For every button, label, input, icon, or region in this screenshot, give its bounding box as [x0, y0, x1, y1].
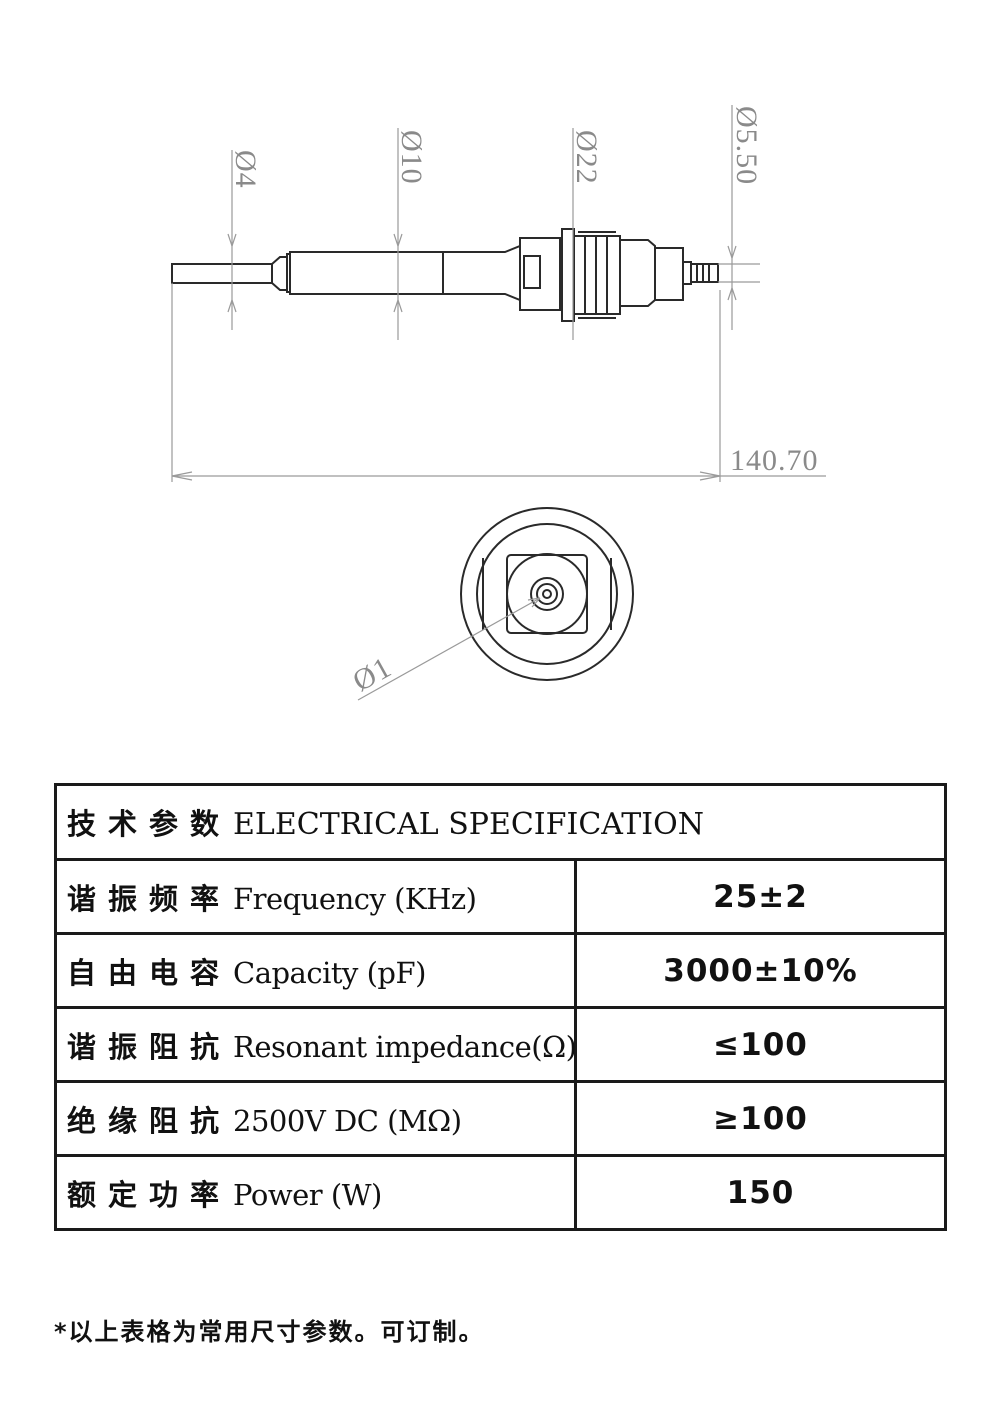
- spec-label-cell: 自由电容Capacity (pF): [54, 932, 577, 1009]
- transducer-side-view: [171, 228, 719, 322]
- spec-value-cell: 3000±10%: [573, 932, 948, 1009]
- dim-d10: Ø10: [395, 130, 428, 185]
- table-row: 谐振频率Frequency (KHz) 25±2: [54, 858, 948, 935]
- table-row: 自由电容Capacity (pF) 3000±10%: [54, 932, 948, 1009]
- spec-label-cell: 谐振频率Frequency (KHz): [54, 858, 577, 935]
- spec-label-cn: 自由电容: [67, 955, 232, 990]
- spec-label-en: 2500V DC (MΩ): [233, 1103, 462, 1138]
- dim-d4: Ø4: [229, 150, 262, 189]
- spec-label-cn: 谐振阻抗: [67, 1029, 232, 1064]
- table-row: 额定功率Power (W) 150: [54, 1154, 948, 1231]
- spec-header-row: 技术参数ELECTRICAL SPECIFICATION: [53, 783, 948, 861]
- table-row: 谐振阻抗Resonant impedance(Ω) ≤100: [54, 1006, 948, 1083]
- spec-label-cell: 额定功率Power (W): [54, 1154, 577, 1231]
- spec-value-cell: ≤100: [573, 1006, 948, 1083]
- dimension-lines: [171, 105, 826, 482]
- spec-value-cell: 150: [573, 1154, 948, 1231]
- transducer-drawing: Ø4 Ø10 Ø22 Ø5.50 140.70 Ø1: [171, 105, 826, 701]
- spec-label-cn: 绝缘阻抗: [67, 1103, 232, 1138]
- transducer-end-view: [357, 507, 634, 701]
- spec-label-en: Power (W): [233, 1177, 382, 1212]
- spec-value-cell: ≥100: [573, 1080, 948, 1157]
- spec-header-en: ELECTRICAL SPECIFICATION: [233, 807, 705, 842]
- spec-header-cn: 技术参数: [67, 807, 232, 841]
- spec-table: 技术参数ELECTRICAL SPECIFICATION 谐振频率Frequen…: [53, 783, 948, 1231]
- spec-label-en: Capacity (pF): [233, 955, 426, 990]
- table-row: 绝缘阻抗2500V DC (MΩ) ≥100: [54, 1080, 948, 1157]
- spec-label-cell: 绝缘阻抗2500V DC (MΩ): [54, 1080, 577, 1157]
- spec-label-cn: 谐振频率: [67, 881, 232, 916]
- dim-d22: Ø22: [570, 130, 603, 185]
- spec-label-cell: 谐振阻抗Resonant impedance(Ω): [54, 1006, 577, 1083]
- footnote: *以上表格为常用尺寸参数。可订制。: [54, 1318, 485, 1346]
- spec-label-en: Resonant impedance(Ω): [233, 1029, 577, 1064]
- dim-d550: Ø5.50: [730, 106, 763, 185]
- spec-header-cell: 技术参数ELECTRICAL SPECIFICATION: [53, 783, 948, 861]
- spec-value-cell: 25±2: [573, 858, 948, 935]
- spec-label-en: Frequency (KHz): [233, 881, 477, 916]
- dim-length: 140.70: [730, 444, 819, 477]
- dim-d1: Ø1: [347, 651, 397, 699]
- spec-label-cn: 额定功率: [67, 1177, 232, 1212]
